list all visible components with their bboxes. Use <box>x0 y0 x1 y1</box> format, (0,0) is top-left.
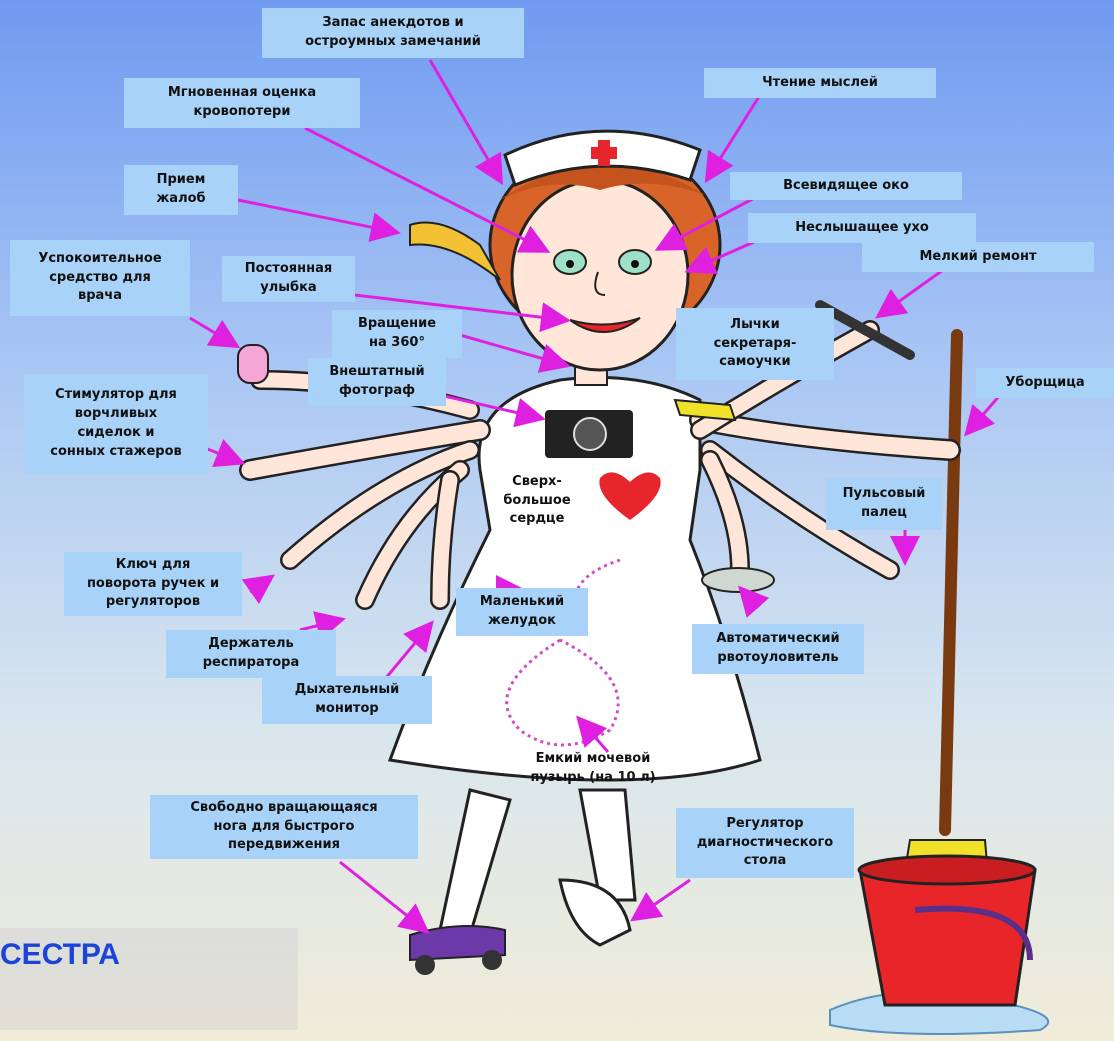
label-cleaner: Уборщица <box>976 368 1114 398</box>
label-key: Ключ для поворота ручек и регуляторов <box>64 552 242 616</box>
label-mindreading: Чтение мыслей <box>704 68 936 98</box>
label-complaints: Прием жалоб <box>124 165 238 215</box>
label-repair: Мелкий ремонт <box>862 242 1094 272</box>
camera-icon <box>545 410 633 458</box>
label-pulse: Пульсовый палец <box>826 478 942 530</box>
label-sedative: Успокоительное средство для врача <box>10 240 190 316</box>
page-title: СЕСТРА <box>0 938 120 972</box>
label-breathing: Дыхательный монитор <box>262 676 432 724</box>
label-vomit: Автоматический рвотоуловитель <box>692 624 864 674</box>
label-respirator: Держатель респиратора <box>166 630 336 678</box>
label-smile: Постоянная улыбка <box>222 256 355 302</box>
label-heart: Сверх- большое сердце <box>494 468 580 534</box>
label-leg: Свободно вращающаяся нога для быстрого п… <box>150 795 418 859</box>
label-rotation: Вращение на 360° <box>332 310 462 358</box>
label-stomach: Маленький желудок <box>456 588 588 636</box>
label-table: Регулятор диагностического стола <box>676 808 854 878</box>
label-stimulator: Стимулятор для ворчливых сиделок и сонны… <box>24 374 208 474</box>
label-bloodloss: Мгновенная оценка кровопотери <box>124 78 360 128</box>
label-photographer: Внештатный фотограф <box>308 358 446 406</box>
label-eye: Всевидящее око <box>730 172 962 200</box>
label-jokes: Запас анекдотов и остроумных замечаний <box>262 8 524 58</box>
label-bladder: Емкий мочевой пузырь (на 10 л) <box>512 744 674 794</box>
label-ear: Неслышащее ухо <box>748 213 976 243</box>
label-secretary: Лычки секретаря- самоучки <box>676 308 834 380</box>
